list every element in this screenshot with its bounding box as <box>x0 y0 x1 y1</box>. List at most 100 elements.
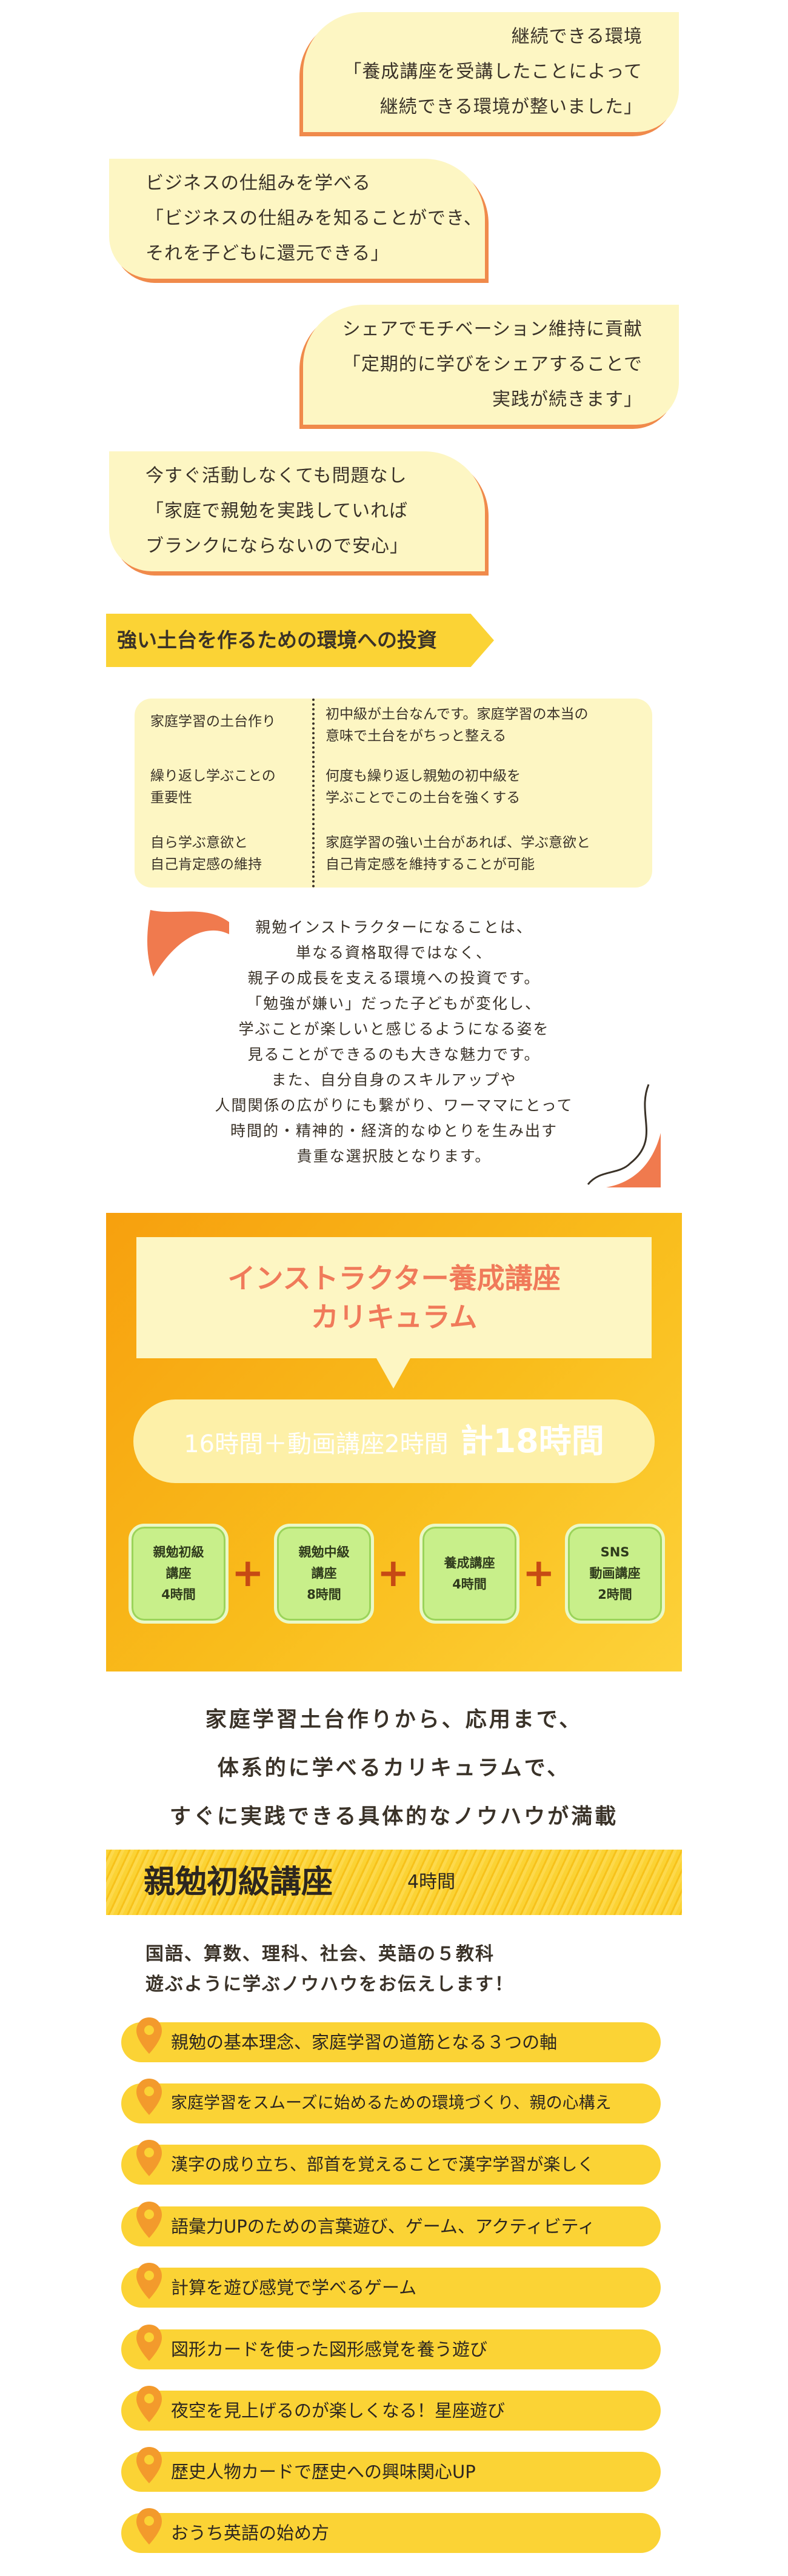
summary-line: 体系的に学べるカリキュラムで、 <box>217 1756 571 1781</box>
curriculum-title-line: インストラクター養成講座 <box>227 1262 561 1295</box>
bubble-line: 継続できる環境が整いました」 <box>379 96 643 118</box>
course-card-sns: SNS 動画講座 2時間 <box>565 1524 665 1624</box>
list-item: 親勉の基本理念、家庭学習の道筋となる３つの軸 <box>121 2017 661 2062</box>
beginner-course-hours: 4時間 <box>407 1871 456 1893</box>
beginner-course-title: 親勉初級講座 <box>144 1864 333 1900</box>
list-item: 歴史人物カードで歴史への興味関心UP <box>121 2447 661 2492</box>
bubble-line: 実践が続きます」 <box>492 389 643 410</box>
list-item: 漢字の成り立ち、部首を覚えることで漢字学習が楽しく <box>121 2140 661 2185</box>
paragraph-line: 親子の成長を支える環境への投資です。 <box>247 969 541 987</box>
course-line: 8時間 <box>307 1587 341 1602</box>
course-line: 2時間 <box>598 1587 632 1602</box>
summary-line: 家庭学習土台作りから、応用まで、 <box>205 1708 583 1732</box>
list-item: おうち英語の始め方 <box>121 2508 661 2553</box>
paragraph-line: 単なる資格取得ではなく、 <box>295 944 492 961</box>
table-cell-left: 自ら学ぶ意欲と 自己肯定感の維持 <box>150 832 262 875</box>
list-item-text: おうち英語の始め方 <box>171 2523 330 2543</box>
paragraph-line: 親勉インストラクターになることは、 <box>255 918 533 936</box>
table-cell-right: 初中級が土台なんです。家庭学習の本当の 意味で土台をがちっと整える <box>326 703 589 747</box>
hours-text: 16時間＋動画講座2時間 <box>184 1430 449 1458</box>
curriculum-hours-pill: 16時間＋動画講座2時間計18時間 <box>133 1399 655 1483</box>
course-card-training: 養成講座 4時間 <box>419 1524 519 1624</box>
list-item: 計算を遊び感覚で学べるゲーム <box>121 2263 661 2308</box>
testimonial-bubble: 今すぐ活動しなくても問題なし 「家庭で親勉を実践していれば ブランクにならないの… <box>109 451 485 571</box>
testimonial-bubble: シェアでモチベーション維持に貢献 「定期的に学びをシェアすることで 実践が続きま… <box>303 305 679 425</box>
list-item-text: 家庭学習をスムーズに始めるための環境づくり、親の心構え <box>171 2094 612 2113</box>
paragraph-line: また、自分自身のスキルアップや <box>271 1071 517 1089</box>
course-line: 親勉中級 <box>298 1545 350 1559</box>
course-line: 養成講座 <box>444 1555 495 1570</box>
table-cell-right: 何度も繰り返し親勉の初中級を 学ぶことでこの土台を強くする <box>326 765 521 809</box>
total-hours: 計18時間 <box>460 1422 604 1460</box>
bubble-line: 今すぐ活動しなくても問題なし <box>145 465 407 486</box>
paragraph-line: 見ることができるのも大きな魅力です。 <box>247 1046 541 1063</box>
testimonial-bubble: 継続できる環境 「養成講座を受講したことによって 継続できる環境が整いました」 <box>303 12 679 132</box>
map-pin-icon <box>136 2140 162 2176</box>
paragraph-line: 人間関係の広がりにも繋がり、ワーママにとって <box>215 1097 573 1114</box>
beginner-course-header: 親勉初級講座 4時間 <box>106 1850 682 1915</box>
decor-line-shape <box>587 1084 661 1187</box>
course-line: 4時間 <box>452 1576 487 1592</box>
cell-line: 学ぶことでこの土台を強くする <box>326 790 521 806</box>
table-cell-right: 家庭学習の強い土台があれば、学ぶ意欲と 自己肯定感を維持することが可能 <box>326 832 590 875</box>
bubble-line: ビジネスの仕組みを学べる <box>145 173 371 194</box>
cell-line: 何度も繰り返し親勉の初中級を <box>326 768 521 784</box>
course-line: 親勉初級 <box>153 1545 204 1559</box>
plus-icon: + <box>377 1551 410 1596</box>
bubble-line: 「定期的に学びをシェアすることで <box>342 354 643 375</box>
course-line: 講座 <box>311 1566 337 1581</box>
testimonial-bubble: ビジネスの仕組みを学べる 「ビジネスの仕組みを知ることができ、 それを子どもに還… <box>109 159 485 279</box>
beginner-intro-line: 遊ぶように学ぶノウハウをお伝えします！ <box>145 1974 514 1995</box>
bubble-line: 「家庭で親勉を実践していれば <box>145 500 409 522</box>
map-pin-icon <box>136 2508 162 2544</box>
list-item-text: 漢字の成り立ち、部首を覚えることで漢字学習が楽しく <box>171 2154 595 2174</box>
paragraph-line: 時間的・精神的・経済的なゆとりを生み出す <box>230 1122 558 1140</box>
cell-line: 意味で土台をがちっと整える <box>326 728 507 744</box>
investment-banner-title: 強い土台を作るための環境への投資 <box>117 628 437 652</box>
divider <box>312 699 315 888</box>
bubble-line: ブランクにならないので安心」 <box>145 536 409 557</box>
curriculum-panel: インストラクター養成講座 カリキュラム 16時間＋動画講座2時間計18時間 親勉… <box>106 1213 682 1671</box>
cell-line: 家庭学習の土台作り <box>150 714 276 729</box>
course-line: SNS <box>600 1545 630 1559</box>
course-card-intermediate: 親勉中級 講座 8時間 <box>274 1524 374 1624</box>
investment-banner: 強い土台を作るための環境への投資 <box>106 614 494 667</box>
cell-line: 自己肯定感の維持 <box>150 857 262 872</box>
course-card-beginner: 親勉初級 講座 4時間 <box>129 1524 229 1624</box>
list-item-text: 計算を遊び感覚で学べるゲーム <box>171 2277 417 2298</box>
list-item-text: 親勉の基本理念、家庭学習の道筋となる３つの軸 <box>171 2032 558 2053</box>
beginner-intro-line: 国語、算数、理科、社会、英語の５教科 <box>145 1944 495 1965</box>
paragraph-line: 「勉強が嫌い」だった子どもが変化し、 <box>246 995 541 1012</box>
list-item: 図形カードを使った図形感覚を養う遊び <box>121 2325 661 2369</box>
list-item: 夜空を見上げるのが楽しくなる！星座遊び <box>121 2386 661 2431</box>
list-item-text: 歴史人物カードで歴史への興味関心UP <box>171 2461 476 2482</box>
course-line: 動画講座 <box>589 1566 641 1581</box>
map-pin-icon <box>136 2263 162 2299</box>
cell-line: 自己肯定感を維持することが可能 <box>326 857 535 872</box>
investment-table: 家庭学習の土台作り 初中級が土台なんです。家庭学習の本当の 意味で土台をがちっと… <box>135 699 652 888</box>
curriculum-title-box: インストラクター養成講座 カリキュラム <box>136 1237 652 1389</box>
map-pin-icon <box>136 2017 162 2054</box>
course-line: 4時間 <box>161 1587 196 1602</box>
map-pin-icon <box>136 2325 162 2361</box>
decor-wave-shape <box>147 910 229 977</box>
list-item-text: 夜空を見上げるのが楽しくなる！星座遊び <box>171 2400 506 2421</box>
cell-line: 重要性 <box>150 790 192 806</box>
list-item-text: 語彙力UPのための言葉遊び、ゲーム、アクティビティ <box>171 2216 595 2237</box>
course-line: 講座 <box>165 1566 192 1581</box>
map-pin-icon <box>136 2447 162 2483</box>
plus-icon: + <box>232 1551 264 1596</box>
paragraph-line: 学ぶことが楽しいと感じるようになる姿を <box>238 1020 550 1038</box>
map-pin-icon <box>136 2386 162 2422</box>
description-paragraph: 親勉インストラクターになることは、 単なる資格取得ではなく、 親子の成長を支える… <box>182 915 606 1169</box>
paragraph-line: 貴重な選択肢となります。 <box>296 1147 492 1165</box>
bubble-line: 「養成講座を受講したことによって <box>343 61 643 82</box>
speech-tail <box>376 1358 410 1389</box>
bubble-line: それを子どもに還元できる」 <box>145 243 390 264</box>
cell-line: 家庭学習の強い土台があれば、学ぶ意欲と <box>326 835 590 851</box>
list-item-text: 図形カードを使った図形感覚を養う遊び <box>171 2339 488 2360</box>
list-item: 語彙力UPのための言葉遊び、ゲーム、アクティビティ <box>121 2202 661 2246</box>
table-cell-left: 繰り返し学ぶことの 重要性 <box>150 765 276 809</box>
map-pin-icon <box>136 2202 162 2238</box>
list-item: 家庭学習をスムーズに始めるための環境づくり、親の心構え <box>121 2079 661 2123</box>
